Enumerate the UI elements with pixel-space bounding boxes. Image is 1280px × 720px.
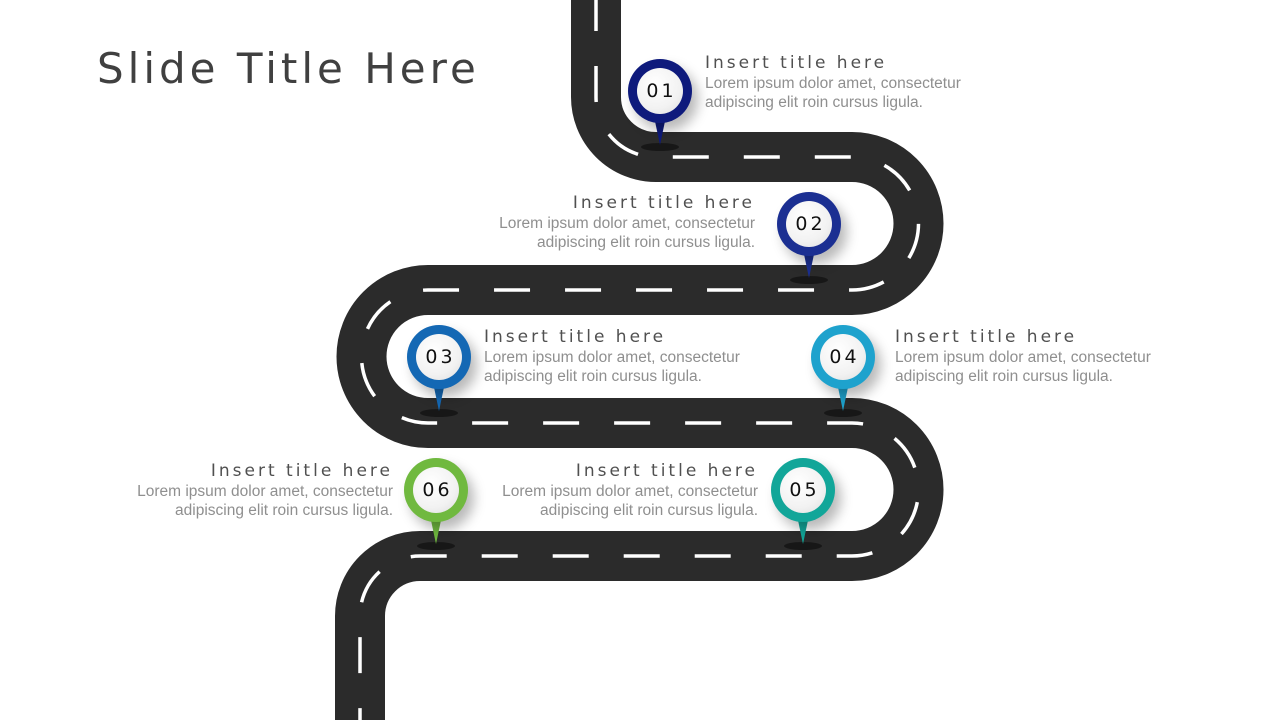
pin-marker-01: 01: [628, 59, 692, 151]
step-number: 04: [820, 334, 866, 380]
step-desc-line1: Lorem ipsum dolor amet, consectetur: [499, 215, 755, 232]
pin-shadow: [790, 276, 828, 284]
step-title: Insert title here: [575, 461, 758, 481]
step-desc-line2: adipiscing elit roin cursus ligula.: [895, 368, 1113, 385]
step-desc-line2: adipiscing elit roin cursus ligula.: [484, 368, 702, 385]
pin-shadow: [641, 143, 679, 151]
step-title: Insert title here: [484, 327, 667, 347]
road-surface: [335, 0, 944, 720]
step-desc-line1: Lorem ipsum dolor amet, consectetur: [895, 349, 1151, 366]
step-desc-line1: Lorem ipsum dolor amet, consectetur: [137, 483, 393, 500]
step-text-01: Insert title here Lorem ipsum dolor amet…: [705, 53, 1005, 112]
pin-marker-06: 06: [404, 458, 468, 550]
pin-marker-04: 04: [811, 325, 875, 417]
step-text-05: Insert title here Lorem ipsum dolor amet…: [458, 461, 758, 520]
step-desc-line1: Lorem ipsum dolor amet, consectetur: [502, 483, 758, 500]
step-title: Insert title here: [895, 327, 1078, 347]
step-title: Insert title here: [572, 193, 755, 213]
step-number: 01: [637, 68, 683, 114]
pin-shadow: [417, 542, 455, 550]
step-title: Insert title here: [705, 53, 888, 73]
slide-title: Slide Title Here: [97, 44, 480, 93]
step-desc-line1: Lorem ipsum dolor amet, consectetur: [705, 75, 961, 92]
step-desc-line2: adipiscing elit roin cursus ligula.: [705, 94, 923, 111]
step-number: 03: [416, 334, 462, 380]
step-text-04: Insert title here Lorem ipsum dolor amet…: [895, 327, 1195, 386]
step-number: 05: [780, 467, 826, 513]
step-number: 02: [786, 201, 832, 247]
pin-shadow: [824, 409, 862, 417]
pin-marker-02: 02: [777, 192, 841, 284]
step-title: Insert title here: [210, 461, 393, 481]
step-desc-line2: adipiscing elit roin cursus ligula.: [175, 502, 393, 519]
step-text-06: Insert title here Lorem ipsum dolor amet…: [93, 461, 393, 520]
step-number: 06: [413, 467, 459, 513]
step-desc-line2: adipiscing elit roin cursus ligula.: [537, 234, 755, 251]
pin-marker-03: 03: [407, 325, 471, 417]
step-desc-line2: adipiscing elit roin cursus ligula.: [540, 502, 758, 519]
pin-shadow: [784, 542, 822, 550]
step-text-02: Insert title here Lorem ipsum dolor amet…: [455, 193, 755, 252]
pin-shadow: [420, 409, 458, 417]
step-text-03: Insert title here Lorem ipsum dolor amet…: [484, 327, 784, 386]
step-desc-line1: Lorem ipsum dolor amet, consectetur: [484, 349, 740, 366]
pin-marker-05: 05: [771, 458, 835, 550]
